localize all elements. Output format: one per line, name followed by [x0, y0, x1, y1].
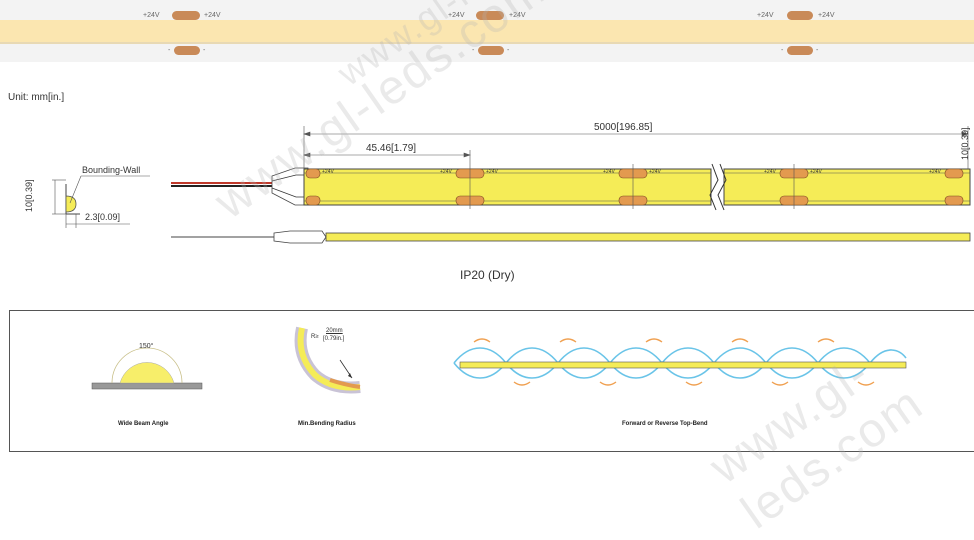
top-strip-photo: +24V +24V +24V +24V +24V +24V - - - - - …	[0, 0, 974, 62]
dimension-drawing	[52, 126, 971, 394]
side-view	[171, 230, 971, 244]
bottom-pad-2	[478, 46, 504, 55]
minus-mark: -	[781, 47, 784, 54]
pad-voltage-label: +24V	[810, 169, 822, 175]
top-pad-3	[787, 11, 813, 20]
top-bend-illustration	[453, 338, 907, 386]
radius-value: 20mm	[326, 328, 343, 334]
input-wires	[171, 167, 309, 206]
bending-radius-illustration	[294, 326, 361, 394]
width-dimension-label: 2.3[0.09]	[85, 212, 121, 222]
beam-angle-illustration	[91, 347, 203, 390]
beam-angle-caption: Wide Beam Angle	[118, 421, 169, 427]
cut-length-label: 45.46[1.79]	[366, 143, 417, 154]
top-pad-2	[476, 11, 504, 20]
pad-voltage-label: +24V	[649, 169, 661, 175]
bending-radius-caption: Min.Bending Radius	[298, 421, 356, 427]
features-panel	[9, 310, 974, 452]
bottom-pad-3	[787, 46, 813, 55]
minus-mark: -	[507, 47, 510, 54]
total-length-label: 5000[196.85]	[594, 122, 653, 133]
height-dimension-label: 10[0.39]	[24, 179, 34, 212]
top-voltage-label: +24V	[818, 12, 835, 19]
radius-symbol: R≥	[311, 334, 319, 340]
radius-inch-value: [0.79in.]	[323, 336, 345, 342]
cut-lines	[469, 164, 795, 209]
top-bend-caption: Forward or Reverse Top-Bend	[622, 421, 708, 427]
cross-section-profile	[52, 175, 150, 228]
top-voltage-label: +24V	[143, 12, 160, 19]
minus-mark: -	[168, 47, 171, 54]
bottom-pad-1	[174, 46, 200, 55]
pad-voltage-label: +24V	[603, 169, 615, 175]
top-voltage-label: +24V	[757, 12, 774, 19]
top-voltage-label: +24V	[509, 12, 526, 19]
top-voltage-label: +24V	[448, 12, 465, 19]
unit-label: Unit: mm[in.]	[8, 92, 65, 103]
minus-mark: -	[203, 47, 206, 54]
pad-voltage-label: +24V	[440, 169, 452, 175]
strip-edge-line	[0, 42, 974, 44]
pad-voltage-label: +24V	[764, 169, 776, 175]
pad-voltage-label: +24V	[486, 169, 498, 175]
pad-voltage-label: +24V	[322, 169, 334, 175]
beam-angle-value: 150°	[139, 343, 154, 350]
top-pad-1	[172, 11, 200, 20]
right-height-label: 10[0.39]	[960, 127, 970, 160]
dimension-lines	[303, 126, 969, 169]
minus-mark: -	[816, 47, 819, 54]
ip-rating-label: IP20 (Dry)	[460, 268, 515, 282]
minus-mark: -	[472, 47, 475, 54]
bounding-wall-label: Bounding-Wall	[82, 165, 141, 175]
pad-voltage-label: +24V	[929, 169, 941, 175]
strip-cream-band	[0, 20, 974, 42]
top-voltage-label: +24V	[204, 12, 221, 19]
